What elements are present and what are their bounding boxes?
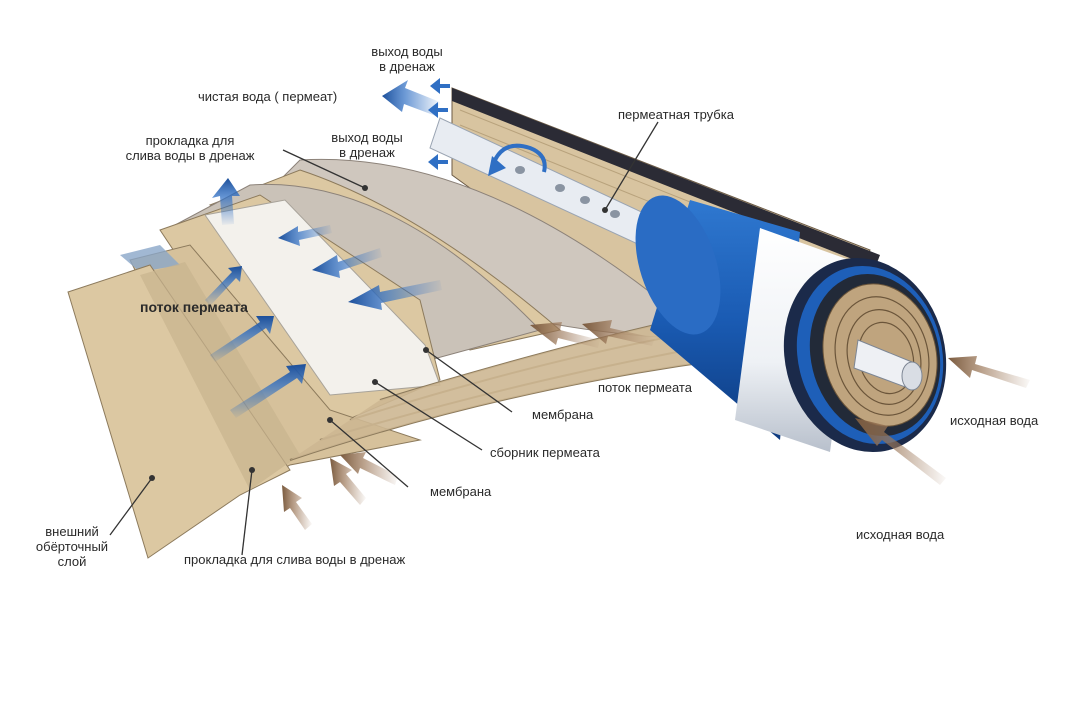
label-line: обёрточный — [22, 539, 122, 554]
label-line: внешний — [22, 524, 122, 539]
label-permeate-collector: сборник пермеата — [490, 445, 600, 460]
label-line: слива воды в дренаж — [105, 148, 275, 163]
drain-out-arrow-top-icon — [430, 78, 450, 94]
label-clean-water: чистая вода ( пермеат) — [198, 89, 337, 104]
label-line: в дренаж — [362, 59, 452, 74]
label-line: в дренаж — [322, 145, 412, 160]
label-permeate-flow-right: поток пермеата — [598, 380, 692, 395]
label-membrane-upper: мембрана — [532, 407, 593, 422]
label-outer-wrap: внешний обёрточный слой — [22, 524, 122, 569]
label-line: выход воды — [362, 44, 452, 59]
label-line: слой — [22, 554, 122, 569]
drain-out-arrow-mid-icon — [428, 154, 448, 170]
label-permeate-flow-left: поток пермеата — [140, 300, 248, 315]
label-line: прокладка для — [105, 133, 275, 148]
label-permeate-tube: пермеатная трубка — [618, 107, 734, 122]
label-feed-water-bottom: исходная вода — [856, 527, 944, 542]
label-drain-out-mid: выход воды в дренаж — [322, 130, 412, 160]
label-drain-spacer-bottom: прокладка для слива воды в дренаж — [184, 552, 405, 567]
end-cap-tube-opening — [902, 362, 922, 390]
label-membrane-lower: мембрана — [430, 484, 491, 499]
label-drain-spacer-top: прокладка для слива воды в дренаж — [105, 133, 275, 163]
label-line: выход воды — [322, 130, 412, 145]
label-drain-out-top: выход воды в дренаж — [362, 44, 452, 74]
label-feed-water-right: исходная вода — [950, 413, 1038, 428]
